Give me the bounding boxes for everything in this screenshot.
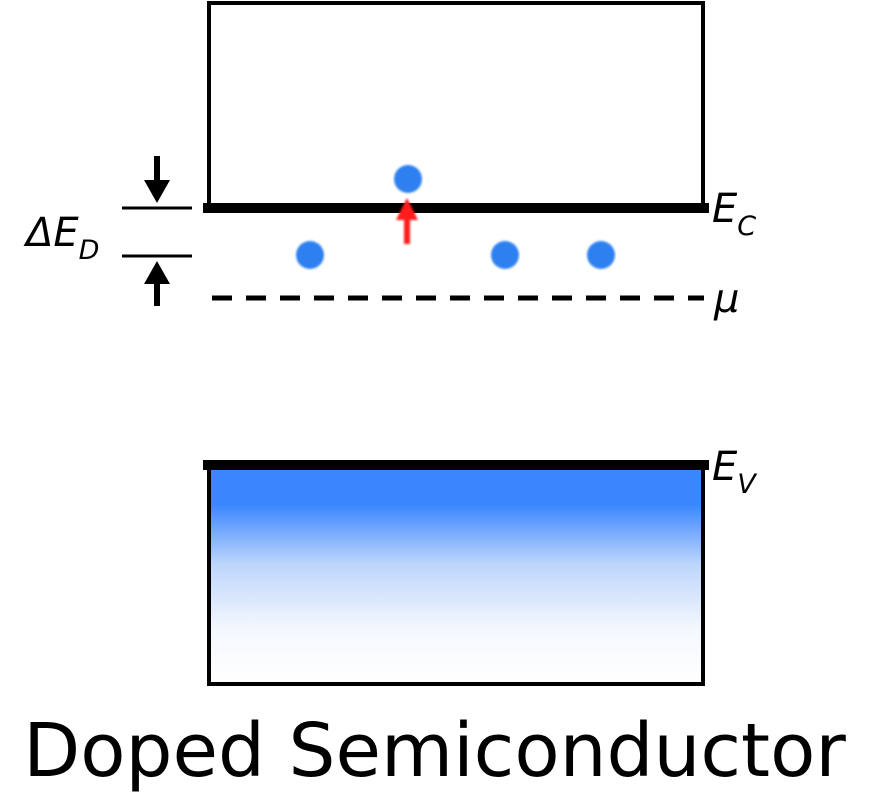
donor-electron bbox=[587, 241, 615, 269]
up-arrow-icon bbox=[144, 261, 170, 306]
band-diagram: ΔED EC μ EV bbox=[23, 1, 758, 686]
donor-electron bbox=[296, 241, 324, 269]
delta-e-d-label: ΔED bbox=[23, 210, 99, 266]
valence-edge-label: EV bbox=[712, 444, 758, 500]
diagram-caption: Doped Semiconductor bbox=[23, 708, 846, 794]
conduction-edge-label: EC bbox=[712, 186, 756, 242]
valence-band bbox=[207, 463, 705, 686]
down-arrow-icon bbox=[144, 156, 170, 203]
chemical-potential-label: μ bbox=[713, 276, 739, 322]
donor-electron bbox=[491, 241, 519, 269]
excited-electron bbox=[394, 165, 422, 193]
excitation-arrow bbox=[396, 198, 418, 244]
conduction-band bbox=[207, 1, 705, 210]
gap-indicator bbox=[122, 156, 192, 306]
